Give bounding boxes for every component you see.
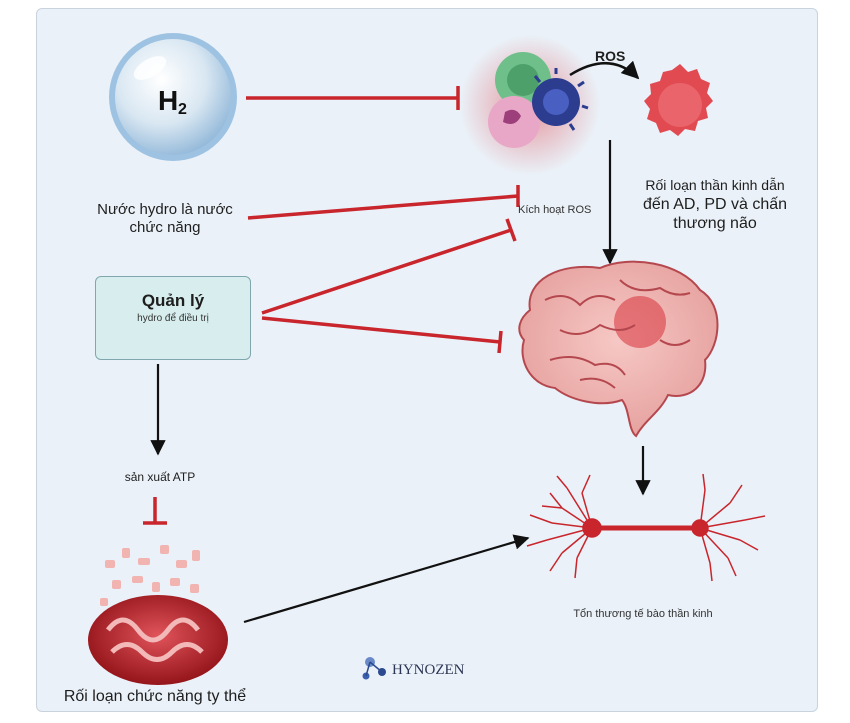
neuro-line-3: thương não (673, 215, 757, 232)
mitochondria-icon (88, 545, 228, 685)
treatment-title: Quản lý (141, 291, 205, 310)
water-label: Nước hydro là nước chức năng (60, 201, 270, 237)
flow-arrows (150, 140, 651, 624)
ros-arrow (569, 60, 640, 80)
water-label-line-2: chức năng (129, 219, 201, 236)
treatment-box: Quản lý hydro để điều trị (95, 276, 251, 360)
hynozen-logo-icon (362, 657, 386, 680)
neuro-line-1: Rối loạn thần kinh dẫn (645, 177, 785, 193)
atp-label: sản xuất ATP (124, 470, 196, 484)
neuro-line-2: đến AD, PD và chấn (642, 196, 788, 213)
inhibition-lines (143, 86, 520, 525)
h2-label: H (158, 85, 178, 116)
treatment-subtitle: hydro để điều trị (137, 313, 209, 324)
ros-activation-label: Kích hoạt ROS (518, 204, 592, 216)
nerve-damage-label: Tổn thương tế bào thần kinh (573, 608, 713, 620)
brain-icon (518, 260, 719, 438)
neuron-icon (526, 473, 766, 582)
mito-disorder-label: Rối loạn chức năng ty thể (63, 688, 247, 705)
immune-cells-icon (460, 35, 600, 175)
logo-text: HYNOZEN (392, 662, 465, 678)
water-label-line-1: Nước hydro là nước (97, 201, 233, 218)
damaged-cell-icon (644, 64, 713, 136)
neuro-disorder-label: Rối loạn thần kinh dẫn đến AD, PD và chấ… (620, 176, 810, 233)
h2-bubble: H 2 (109, 33, 237, 161)
ros-label: ROS (595, 48, 625, 64)
h2-subscript: 2 (178, 101, 187, 118)
